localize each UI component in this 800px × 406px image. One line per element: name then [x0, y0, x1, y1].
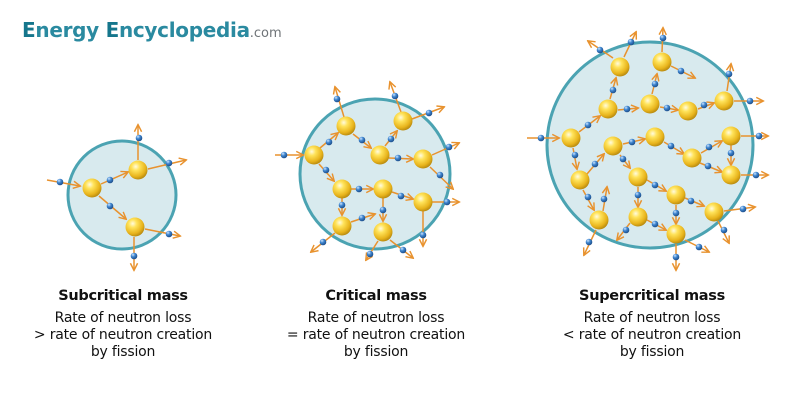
supercritical-caption: Supercritical mass Rate of neutron loss … [532, 288, 772, 361]
logo-letter: E [105, 18, 120, 42]
caption-line: Rate of neutron loss [307, 310, 445, 326]
nuclei [561, 52, 741, 244]
caption-line: by fission [619, 344, 685, 360]
caption-line: < rate of neutron creation [562, 327, 742, 343]
caption-line: Rate of neutron loss [583, 310, 721, 326]
critical-caption: Critical mass Rate of neutron loss = rat… [256, 288, 496, 361]
caption-title: Critical mass [325, 288, 427, 304]
caption-title: Subcritical mass [58, 288, 188, 304]
supercritical-diagram [527, 28, 768, 270]
caption-title: Supercritical mass [579, 288, 725, 304]
logo-domain: .com [249, 26, 282, 41]
mass-circle [66, 139, 178, 251]
nuclei [82, 160, 148, 237]
logo-text: ncyclopedia [118, 18, 250, 42]
mass-circle [298, 97, 452, 251]
critical-diagram [275, 82, 459, 260]
site-logo: Energy Encyclopedia.com [22, 18, 282, 42]
logo-letter: E [22, 18, 36, 42]
caption-line: by fission [343, 344, 409, 360]
logo-text: nergy [35, 18, 106, 42]
caption-line: = rate of neutron creation [286, 327, 466, 343]
caption-line: > rate of neutron creation [33, 327, 213, 343]
neutrons [537, 34, 763, 261]
subcritical-caption: Subcritical mass Rate of neutron loss > … [3, 288, 243, 361]
nuclei [304, 111, 433, 242]
subcritical-diagram [46, 125, 186, 270]
caption-line: by fission [90, 344, 156, 360]
caption-line: Rate of neutron loss [54, 310, 192, 326]
neutrons [56, 134, 173, 260]
neutrons [280, 92, 453, 258]
